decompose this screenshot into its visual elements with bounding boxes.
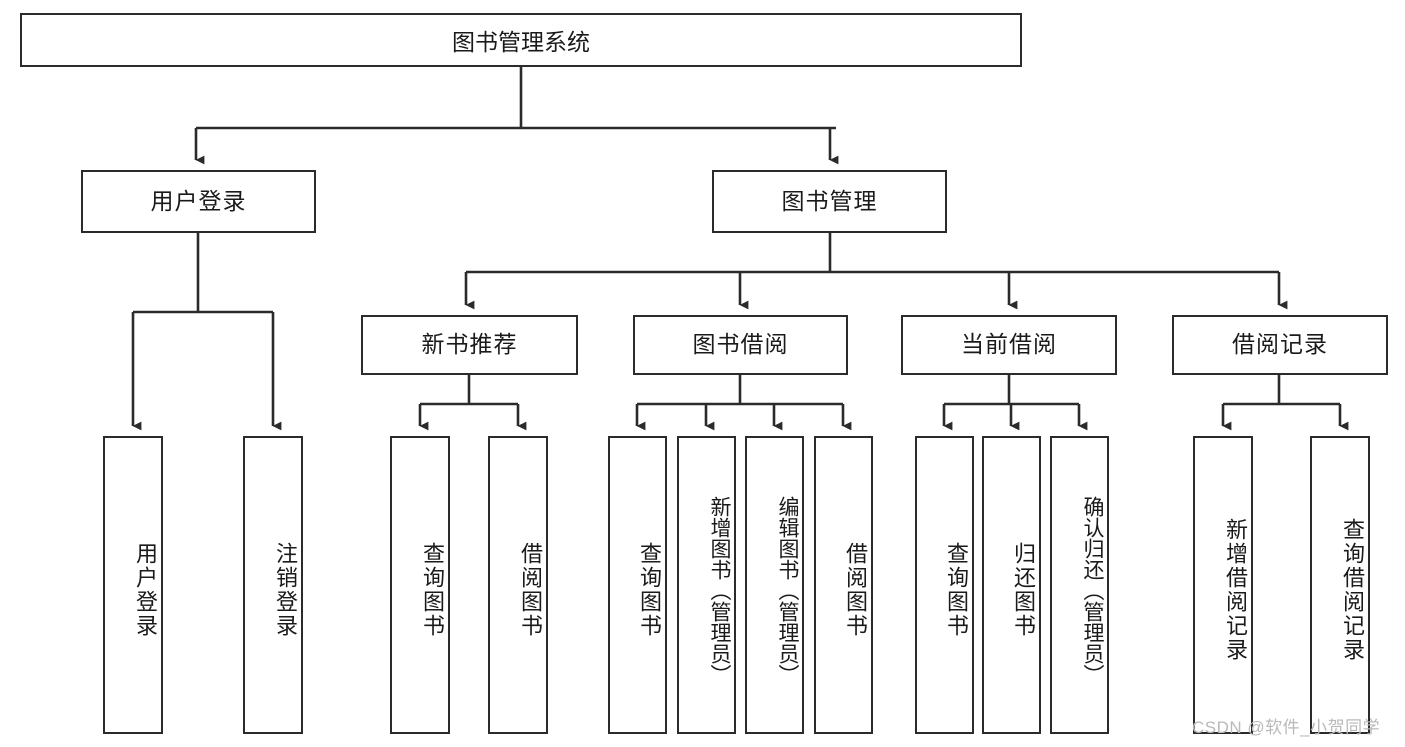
node-label: 图书借阅 xyxy=(692,331,789,358)
leaf-borrow-record-1[interactable]: 查询借阅记录 xyxy=(1310,436,1370,734)
node-label: 图书管理系统 xyxy=(452,29,590,55)
node-label: 借阅记录 xyxy=(1232,331,1328,358)
leaf-label: 查询图书 xyxy=(944,542,969,638)
node-label: 新书推荐 xyxy=(421,331,518,358)
leaf-label: 借阅图书 xyxy=(518,542,543,638)
leaf-label: 借阅图书 xyxy=(843,542,868,638)
leaf-label: 编辑图书（管理员） xyxy=(776,495,799,685)
leaf-book-borrow-2[interactable]: 编辑图书（管理员） xyxy=(745,436,804,734)
node-root-system[interactable]: 图书管理系统 xyxy=(20,13,1022,67)
node-borrow-record[interactable]: 借阅记录 xyxy=(1172,315,1388,375)
leaf-user-login-1[interactable]: 注销登录 xyxy=(243,436,303,734)
leaf-new-book-rec-1[interactable]: 借阅图书 xyxy=(488,436,548,734)
leaf-new-book-rec-0[interactable]: 查询图书 xyxy=(390,436,450,734)
leaf-book-borrow-3[interactable]: 借阅图书 xyxy=(814,436,873,734)
node-current-borrow[interactable]: 当前借阅 xyxy=(901,315,1117,375)
leaf-label: 新增图书（管理员） xyxy=(708,495,731,685)
leaf-label: 新增借阅记录 xyxy=(1223,518,1248,662)
node-label: 用户登录 xyxy=(150,187,247,214)
leaf-current-borrow-2[interactable]: 确认归还（管理员） xyxy=(1050,436,1109,734)
node-label: 图书管理 xyxy=(781,187,878,214)
leaf-label: 用户登录 xyxy=(133,542,158,638)
leaf-book-borrow-1[interactable]: 新增图书（管理员） xyxy=(677,436,736,734)
leaf-current-borrow-1[interactable]: 归还图书 xyxy=(982,436,1041,734)
node-new-book-recommend[interactable]: 新书推荐 xyxy=(361,315,578,375)
leaf-label: 归还图书 xyxy=(1011,542,1036,638)
leaf-borrow-record-0[interactable]: 新增借阅记录 xyxy=(1193,436,1253,734)
leaf-label: 查询图书 xyxy=(420,542,445,638)
leaf-user-login-0[interactable]: 用户登录 xyxy=(103,436,163,734)
leaf-label: 查询图书 xyxy=(637,542,662,638)
node-book-manage[interactable]: 图书管理 xyxy=(712,170,947,233)
node-user-login[interactable]: 用户登录 xyxy=(81,170,316,233)
leaf-current-borrow-0[interactable]: 查询图书 xyxy=(915,436,974,734)
node-book-borrow[interactable]: 图书借阅 xyxy=(633,315,848,375)
leaf-label: 查询借阅记录 xyxy=(1340,518,1365,662)
leaf-book-borrow-0[interactable]: 查询图书 xyxy=(608,436,667,734)
leaf-label: 确认归还（管理员） xyxy=(1081,495,1104,685)
csdn-watermark: CSDN @软件_小贺同学 xyxy=(1192,718,1381,737)
node-label: 当前借阅 xyxy=(961,331,1057,358)
leaf-label: 注销登录 xyxy=(273,542,298,638)
